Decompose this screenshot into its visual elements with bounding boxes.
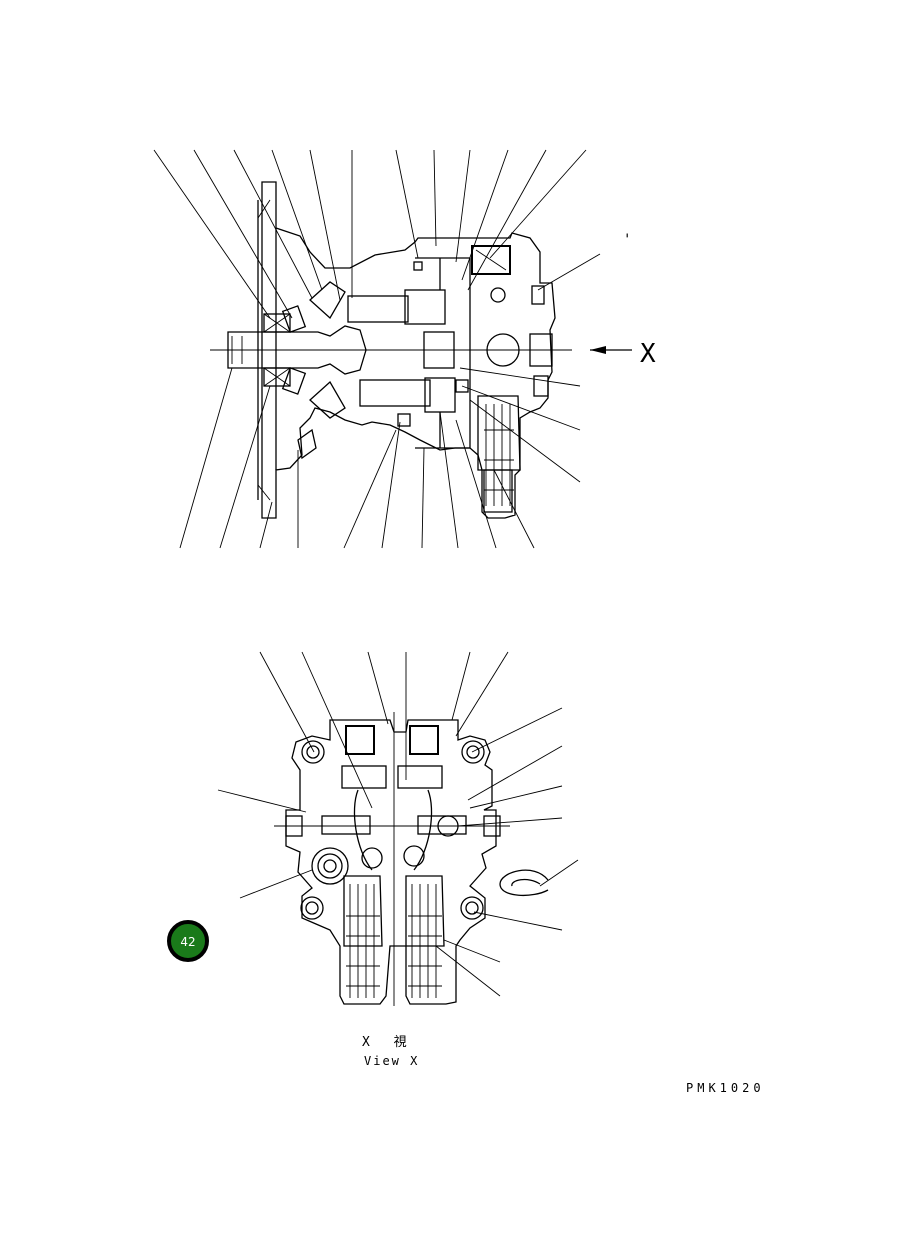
page-badge[interactable]: 42	[167, 920, 209, 962]
bottom-leader-lines	[217, 651, 579, 997]
view-caption-jp: X 視	[362, 1035, 408, 1050]
view-x-drawing	[274, 712, 549, 1006]
top-leader-lines	[153, 149, 601, 549]
view-caption-en: View X	[364, 1054, 419, 1068]
drawing-code: PMK1020	[686, 1081, 765, 1095]
view-x-arrow	[590, 346, 632, 354]
badge-label: 42	[180, 935, 195, 949]
sectional-view	[210, 181, 572, 519]
tick-mark: '	[623, 232, 631, 248]
view-arrow-label: X	[640, 339, 656, 369]
